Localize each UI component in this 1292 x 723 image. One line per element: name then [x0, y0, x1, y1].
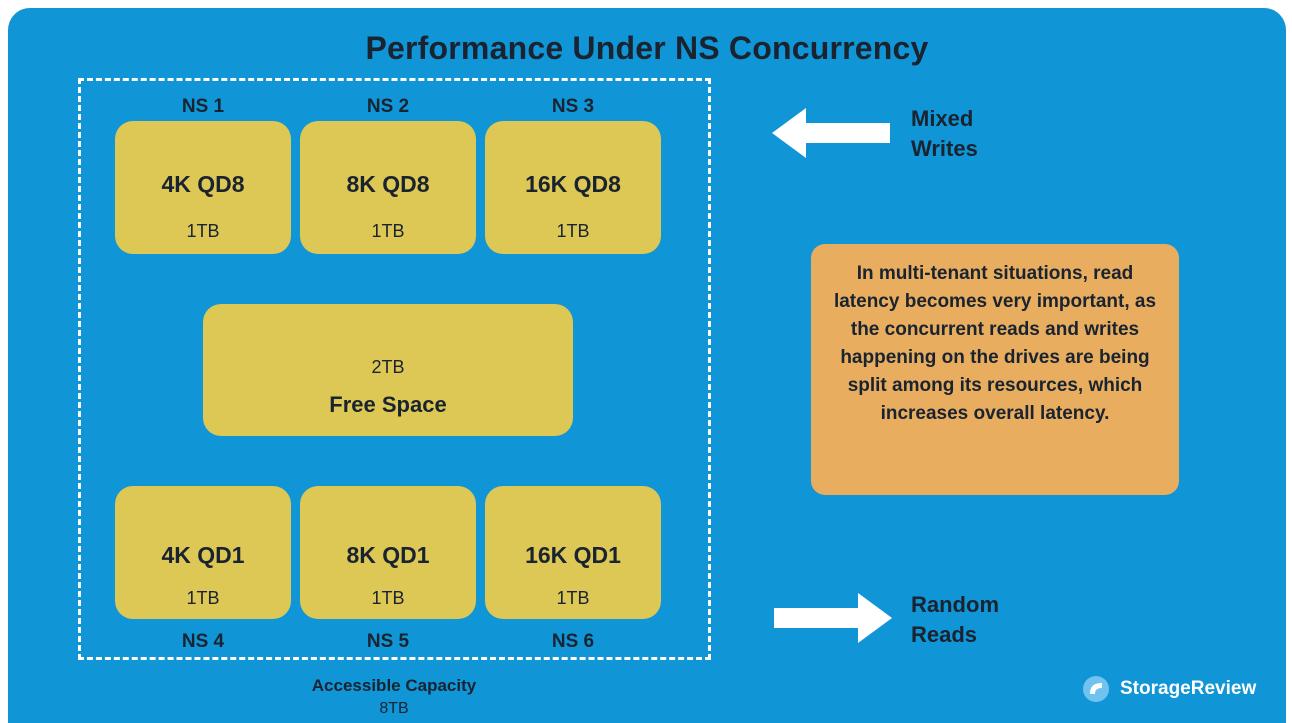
ns-6-block: 16K QD1 1TB: [485, 486, 661, 619]
ns-3-block: 16K QD8 1TB: [485, 121, 661, 254]
storagereview-logo-icon: [1083, 676, 1109, 702]
accessible-capacity-label: Accessible Capacity: [311, 676, 477, 695]
brand-logo: StorageReview: [1082, 674, 1256, 704]
ns-3-label: NS 3: [551, 96, 595, 117]
ns-4-capacity: 1TB: [186, 588, 220, 608]
ns-6-workload: 16K QD1: [525, 542, 621, 568]
free-space-block: 2TB Free Space: [203, 304, 573, 436]
ns-6-label: NS 6: [551, 631, 595, 652]
ns-6-capacity: 1TB: [556, 588, 590, 608]
ns-2-workload: 8K QD8: [346, 171, 430, 197]
ns-1-workload: 4K QD8: [161, 171, 245, 197]
mixed-writes-arrow-icon: [772, 108, 890, 158]
ns-1-block: 4K QD8 1TB: [115, 121, 291, 254]
ns-1-label: NS 1: [181, 96, 225, 117]
ns-1-capacity: 1TB: [186, 221, 220, 241]
diagram-canvas: Performance Under NS Concurrency NS 1 NS…: [8, 8, 1286, 723]
ns-5-workload: 8K QD1: [346, 542, 430, 568]
random-reads-line-2: Reads: [911, 622, 978, 647]
ns-4-block: 4K QD1 1TB: [115, 486, 291, 619]
free-space-capacity: 2TB: [371, 357, 405, 377]
accessible-capacity-value: 8TB: [379, 700, 409, 717]
mixed-writes-line-2: Writes: [911, 136, 978, 161]
ns-3-capacity: 1TB: [556, 221, 590, 241]
ns-5-label: NS 5: [366, 631, 410, 652]
latency-note: In multi-tenant situations, read latency…: [811, 244, 1179, 495]
ns-2-capacity: 1TB: [371, 221, 405, 241]
ns-4-workload: 4K QD1: [161, 542, 245, 568]
free-space-label: Free Space: [329, 392, 447, 417]
ns-2-block: 8K QD8 1TB: [300, 121, 476, 254]
ns-3-workload: 16K QD8: [525, 171, 621, 197]
diagram-title: Performance Under NS Concurrency: [365, 30, 929, 66]
random-reads-arrow-icon: [774, 593, 892, 643]
random-reads-label: Random Reads: [911, 590, 1041, 650]
ns-5-capacity: 1TB: [371, 588, 405, 608]
mixed-writes-label: Mixed Writes: [911, 104, 1041, 164]
ns-2-label: NS 2: [366, 96, 410, 117]
mixed-writes-line-1: Mixed: [911, 106, 974, 131]
accessible-capacity-boundary: [78, 78, 711, 660]
random-reads-line-1: Random: [911, 592, 999, 617]
ns-5-block: 8K QD1 1TB: [300, 486, 476, 619]
brand-name: StorageReview: [1120, 678, 1257, 699]
ns-4-label: NS 4: [181, 631, 225, 652]
